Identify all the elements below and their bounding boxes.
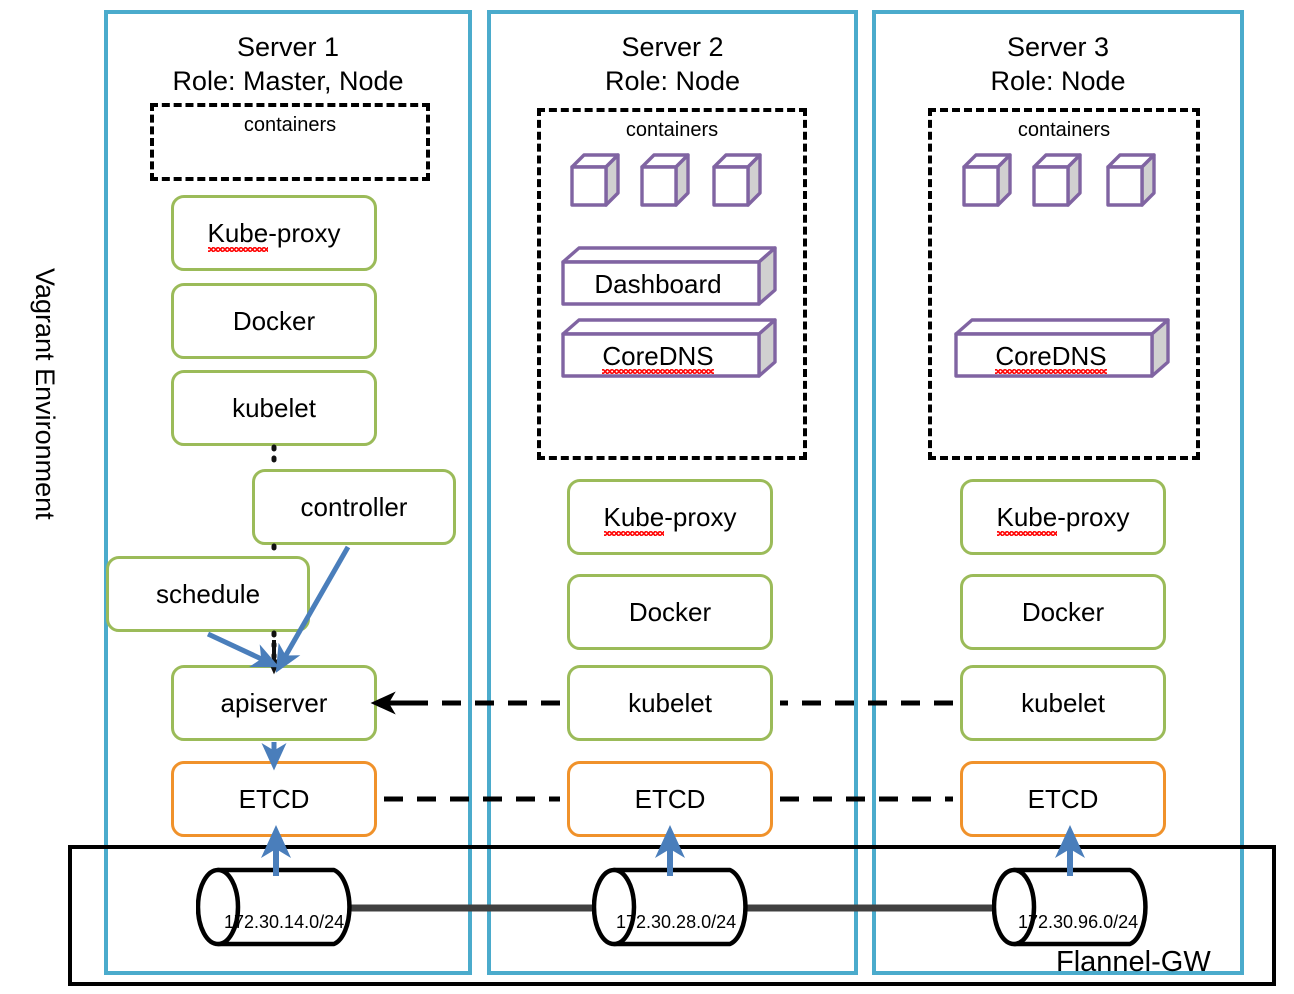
server-panel-3[interactable] [872,10,1244,975]
server-1-apiserver-box[interactable]: apiserver [171,665,377,741]
server-2-title-line1: Server 2 [621,32,724,62]
server-1-kubelet-box[interactable]: kubelet [171,370,377,446]
server-3-kube-proxy-label: Kube-proxy [996,501,1130,536]
server-1-kubelet-label: kubelet [232,392,316,423]
server-3-kube-proxy-box[interactable]: Kube-proxy [960,479,1166,555]
server-2-kubelet-box[interactable]: kubelet [567,665,773,741]
server-panel-2[interactable] [487,10,858,975]
server-2-dashboard-label: Dashboard [594,269,722,299]
server-2-etcd-label: ETCD [634,783,706,814]
server-3-title-line2: Role: Node [990,66,1126,96]
server-2-docker-box[interactable]: Docker [567,574,773,650]
container-cube-icon [568,151,620,211]
server-2-title-line2: Role: Node [604,66,741,96]
server-3-coredns-slab[interactable]: CoreDNS [953,317,1171,379]
subnet-label-1: 172.30.14.0/24 [224,912,345,932]
flannel-subnet-cylinder-1[interactable]: 172.30.14.0/24 [196,866,356,948]
server-1-containers-box: containers [150,103,430,181]
server-3-coredns-label: CoreDNS [995,341,1107,371]
flannel-subnet-cylinder-2[interactable]: 172.30.28.0/24 [592,866,752,948]
server-2-dashboard-slab[interactable]: Dashboard [560,245,778,307]
server-3-containers-box: containers [928,108,1200,460]
server-1-kube-proxy-label: Kube-proxy [207,217,341,252]
server-1-controller-box[interactable]: controller [252,469,456,545]
server-1-title-line1: Server 1 [236,32,340,62]
server-2-etcd-box[interactable]: ETCD [567,761,773,837]
server-1-title-line2: Role: Master, Node [172,66,404,96]
flannel-gw-label: Flannel-GW [1056,946,1211,978]
server-1-controller-label: controller [300,491,408,522]
container-cube-icon [1030,151,1082,211]
server-2-kube-proxy-label: Kube-proxy [603,501,737,536]
flannel-subnet-cylinder-3[interactable]: 172.30.96.0/24 [992,866,1152,948]
server-1-schedule-box[interactable]: schedule [106,556,310,632]
server-panel-1[interactable] [104,10,472,975]
server-2-coredns-label: CoreDNS [602,341,714,371]
container-cube-icon [638,151,690,211]
server-3-kubelet-box[interactable]: kubelet [960,665,1166,741]
server-3-kubelet-label: kubelet [1021,687,1105,718]
server-1-containers-label: containers [243,114,337,136]
container-cube-icon [710,151,762,211]
server-3-title-line1: Server 3 [1006,32,1110,62]
server-3-containers-label: containers [1017,119,1111,141]
server-2-containers-box: containers [537,108,807,460]
server-1-kube-proxy-box[interactable]: Kube-proxy [171,195,377,271]
server-2-coredns-slab[interactable]: CoreDNS [560,317,778,379]
container-cube-icon [960,151,1012,211]
server-2-kube-proxy-box[interactable]: Kube-proxy [567,479,773,555]
server-2-kubelet-label: kubelet [628,687,712,718]
server-3-etcd-label: ETCD [1027,783,1099,814]
server-3-docker-label: Docker [1021,596,1105,627]
server-2-containers-label: containers [625,119,719,141]
subnet-label-3: 172.30.96.0/24 [1018,912,1139,932]
subnet-label-2: 172.30.28.0/24 [616,912,737,932]
server-1-etcd-label: ETCD [238,783,310,814]
server-1-schedule-label: schedule [155,578,261,609]
server-1-etcd-box[interactable]: ETCD [171,761,377,837]
server-1-docker-label: Docker [232,305,316,336]
server-1-apiserver-label: apiserver [220,687,328,718]
server-2-docker-label: Docker [628,596,712,627]
server-3-etcd-box[interactable]: ETCD [960,761,1166,837]
server-3-docker-box[interactable]: Docker [960,574,1166,650]
server-1-docker-box[interactable]: Docker [171,283,377,359]
container-cube-icon [1104,151,1156,211]
